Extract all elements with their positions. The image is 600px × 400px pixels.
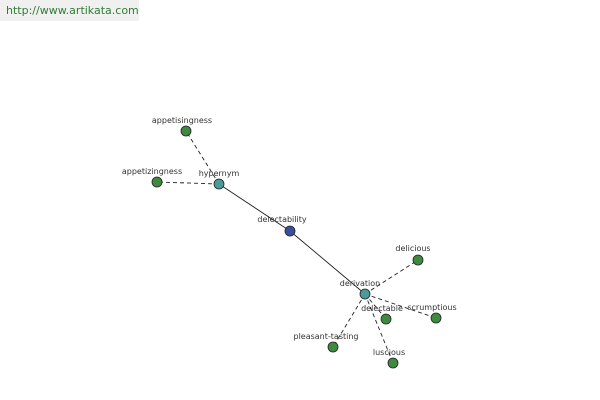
edge-derivation-luscious xyxy=(364,293,394,364)
node-label-delectability: delectability xyxy=(257,215,306,224)
node-delectable[interactable] xyxy=(380,313,392,325)
edge-derivation-delicious xyxy=(364,259,419,295)
edge-hypernym-appetisingness xyxy=(185,130,220,185)
node-scrumptious[interactable] xyxy=(430,312,442,324)
edge-hypernym-appetizingness xyxy=(156,181,220,185)
edge-derivation-scrumptious xyxy=(364,293,437,319)
node-pleasant-tasting[interactable] xyxy=(327,341,339,353)
node-delectability[interactable] xyxy=(284,225,296,237)
nodes-layer xyxy=(151,125,442,369)
node-luscious[interactable] xyxy=(387,357,399,369)
node-hypernym[interactable] xyxy=(213,178,225,190)
node-label-scrumptious: scrumptious xyxy=(407,303,456,312)
labels-layer: appetisingness appetizingness hypernym d… xyxy=(122,116,457,357)
edge-delectability-hypernym xyxy=(218,183,291,232)
node-delicious[interactable] xyxy=(412,254,424,266)
node-label-pleasant-tasting: pleasant-tasting xyxy=(293,332,358,341)
node-label-appetisingness: appetisingness xyxy=(152,116,212,125)
edge-delectability-derivation xyxy=(289,230,366,295)
edge-derivation-delectable xyxy=(364,293,387,320)
node-label-delectable: delectable xyxy=(361,304,403,313)
node-label-hypernym: hypernym xyxy=(199,169,240,178)
node-label-derivation: derivation xyxy=(340,279,380,288)
edge-derivation-pleasant-tasting xyxy=(332,293,366,348)
website-link[interactable]: http://www.artikata.com xyxy=(0,0,139,21)
node-appetisingness[interactable] xyxy=(180,125,192,137)
node-appetizingness[interactable] xyxy=(151,176,163,188)
node-derivation[interactable] xyxy=(359,288,371,300)
node-label-delicious: delicious xyxy=(395,244,430,253)
node-label-luscious: luscious xyxy=(373,348,405,357)
node-label-appetizingness: appetizingness xyxy=(122,167,182,176)
edges-layer xyxy=(156,130,437,364)
